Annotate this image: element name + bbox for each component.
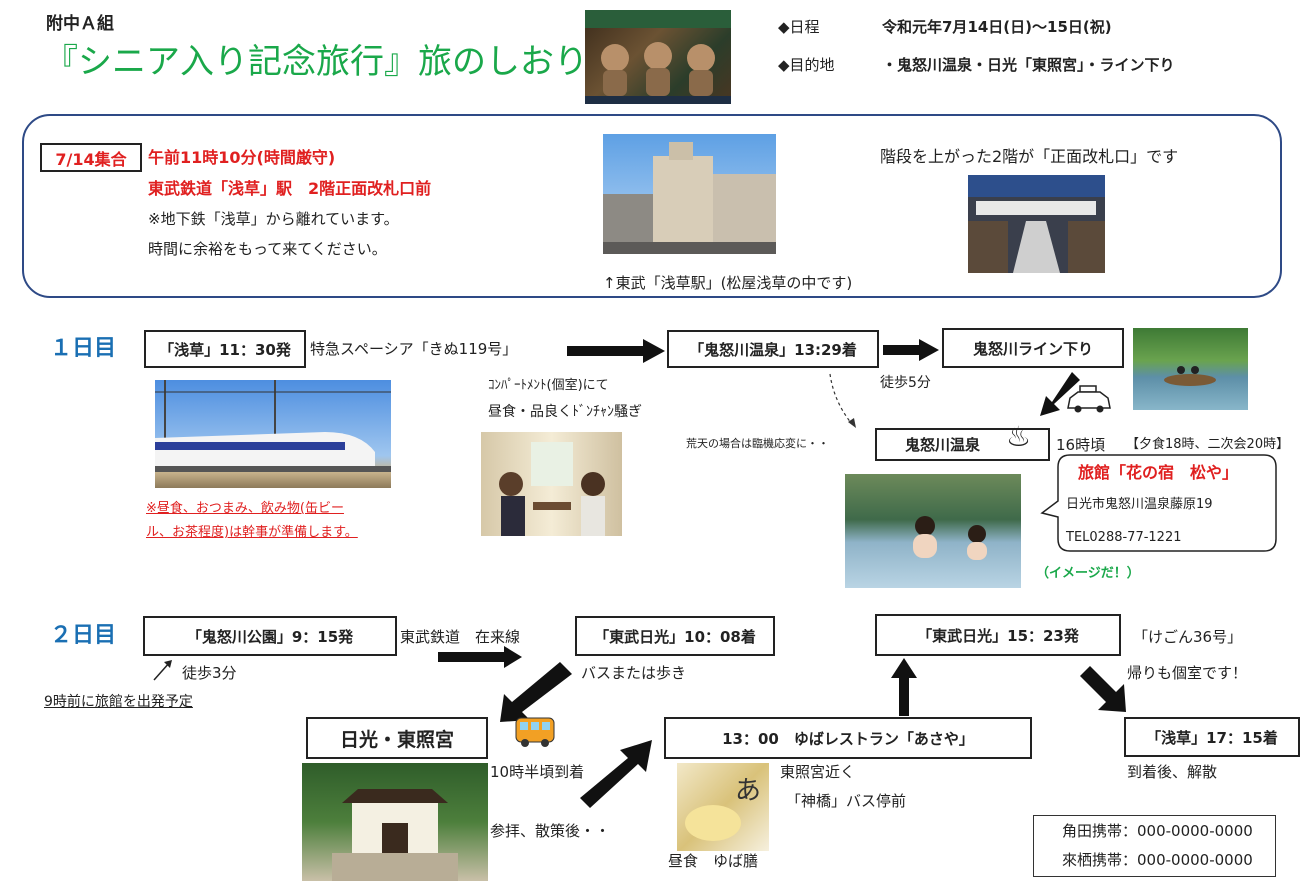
day1-depart-box: 「浅草」11：30発 [144, 330, 306, 368]
day1-arrow-2 [883, 339, 939, 361]
gate-caption: 階段を上がった2階が「正面改札口」です [880, 147, 1179, 166]
onsen-icon: ♨ [1006, 420, 1032, 453]
contact-box [1033, 815, 1276, 877]
day2-arrow-up [891, 658, 917, 716]
walk-5min: 徒歩5分 [880, 375, 931, 391]
day1-train-name: 特急スペーシア「きぬ119号」 [310, 340, 518, 358]
rafting-box: 鬼怒川ライン下り [942, 328, 1124, 368]
walk-arrow [153, 660, 172, 681]
asakusa-arrive-box: 「浅草」17：15着 [1124, 717, 1300, 757]
day1-label: １日目 [50, 336, 117, 361]
day2-label: ２日目 [50, 623, 117, 648]
day2-depart-box: 「鬼怒川公園」9：15発 [143, 616, 397, 656]
rafting-boat-art [1164, 366, 1216, 386]
meeting-time: 午前11時10分(時間厳守) [148, 148, 336, 167]
local-line: 東武鉄道 在来線 [400, 628, 521, 646]
gate-stairs-photo [968, 175, 1105, 273]
day2-arrow-4 [1080, 666, 1126, 712]
yuba-photo: あ [677, 763, 769, 851]
food-note-2: ル、お茶程度)は幹事が準備します。 [146, 525, 358, 540]
compartment-note-2: 昼食・品良くﾄﾞﾝﾁｬﾝ騒ぎ [488, 404, 642, 420]
ryokan-address: 日光市鬼怒川温泉藤原19 [1066, 497, 1213, 512]
svg-text:あ: あ [735, 776, 761, 806]
after-visit: 参拝、散策後・・ [490, 822, 611, 840]
taxi-icon [1067, 385, 1111, 413]
nikko-depart-box: 「東武日光」15：23発 [875, 614, 1121, 656]
train-art [155, 380, 391, 472]
lunch-caption: 昼食 ゆば膳 [668, 852, 759, 870]
meeting-note-1: ※地下鉄「浅草」から離れています。 [148, 210, 399, 228]
monkey-carving-art [585, 10, 731, 104]
onsen-box: 鬼怒川温泉 [875, 428, 1050, 461]
shinkyo-stop: 「神橋」バス停前 [786, 792, 907, 810]
taxi-arrow [1040, 372, 1080, 416]
dinner-note: 【夕食18時、二次会20時】 [1126, 437, 1290, 452]
kegon-train: 「けごん36号」 [1133, 628, 1243, 646]
arrival-16: 16時頃 [1056, 436, 1106, 454]
bus-icon [515, 717, 555, 747]
day1-arrow-1 [567, 339, 665, 363]
ryokan-callout [1040, 454, 1277, 552]
food-note-1: ※昼食、おつまみ、飲み物(缶ビー [146, 501, 344, 516]
yuba-art: あ [685, 776, 761, 841]
day2-arrow-1 [438, 646, 522, 668]
group-label: 附中Ａ組 [46, 14, 114, 34]
bus-or-walk: バスまたは歩き [581, 664, 687, 682]
ryokan-tel: TEL0288-77-1221 [1066, 530, 1182, 545]
destination-value: ・鬼怒川温泉・日光「東照宮」・ライン下り [882, 56, 1175, 74]
monkey-carving-photo [585, 10, 731, 104]
spacia-train-photo [155, 380, 391, 488]
meeting-panel [22, 114, 1282, 298]
station-building-art [603, 142, 776, 254]
onsen-art [913, 516, 987, 560]
image-note: （イメージだ！） [1036, 566, 1140, 581]
station-caption: ↑東武「浅草駅」(松屋浅草の中です) [603, 274, 853, 292]
compartment-photo [481, 432, 622, 536]
day2-arrow-3 [580, 740, 652, 808]
onsen-photo [845, 474, 1021, 588]
rain-note: 荒天の場合は臨機応変に・・ [686, 437, 829, 450]
return-note: 帰りも個室です！ [1127, 664, 1248, 682]
compartment-note-1: ｺﾝﾊﾟｰﾄﾒﾝﾄ(個室)にて [488, 378, 609, 393]
onsen-label: 鬼怒川温泉 [905, 436, 981, 454]
compartment-art [499, 442, 605, 536]
asakusa-station-photo [603, 134, 776, 254]
toshogu-art [332, 789, 458, 881]
meeting-place: 東武鉄道「浅草」駅 2階正面改札口前 [148, 179, 432, 198]
contact-2: 來栖携帯：000-0000-0000 [1062, 851, 1253, 869]
arrive-1030: 10時半頃到着 [490, 763, 585, 781]
page-title: 『シニア入り記念旅行』旅のしおり [44, 42, 588, 82]
nikko-arrive-box: 「東武日光」10：08着 [575, 616, 775, 656]
dismiss-note: 到着後、解散 [1127, 763, 1218, 781]
gate-stairs-art [968, 175, 1105, 273]
destination-label: ◆目的地 [778, 56, 835, 74]
lunch-box: 13：00 ゆばレストラン「あさや」 [664, 717, 1032, 759]
meeting-date-badge: 7/14集合 [40, 143, 142, 172]
leave-note: 9時前に旅館を出発予定 [44, 694, 193, 710]
meeting-note-2: 時間に余裕をもって来てください。 [148, 240, 387, 258]
ryokan-name: 旅館「花の宿 松や」 [1078, 463, 1239, 482]
day2-arrow-2 [500, 662, 572, 722]
rain-dashed-arrow [829, 373, 856, 428]
contact-1: 角田携帯：000-0000-0000 [1062, 822, 1253, 840]
schedule-value: 令和元年7月14日(日)～15日(祝) [882, 18, 1112, 36]
toshogu-box: 日光・東照宮 [306, 717, 488, 759]
walk-3min: 徒歩3分 [182, 664, 237, 682]
schedule-label: ◆日程 [778, 18, 820, 36]
day1-arrive-box: 「鬼怒川温泉」13:29着 [667, 330, 879, 368]
rafting-photo [1133, 328, 1248, 410]
near-shrine: 東照宮近く [780, 763, 856, 781]
toshogu-photo [302, 763, 488, 881]
